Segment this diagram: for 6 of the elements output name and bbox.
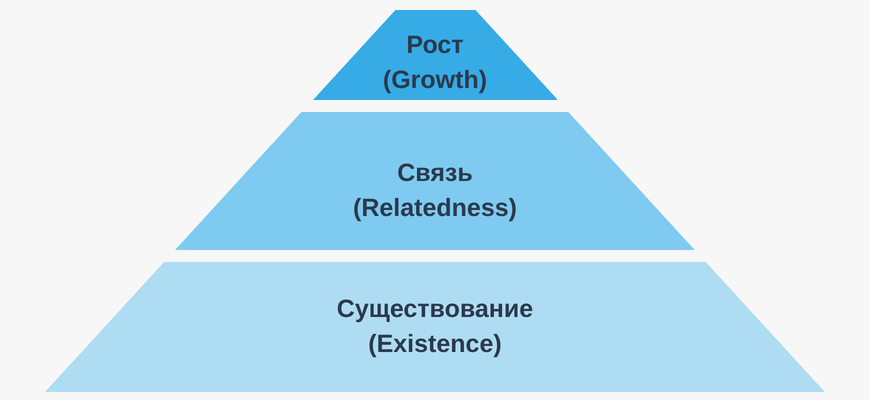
pyramid-tier <box>175 112 695 250</box>
tier-label: Рост (Growth) <box>382 30 488 96</box>
tier-label: Существование (Existence) <box>336 294 534 360</box>
pyramid-tier <box>45 262 825 392</box>
pyramid-tier <box>312 10 558 100</box>
tier-label: Связь (Relatedness) <box>353 158 517 224</box>
